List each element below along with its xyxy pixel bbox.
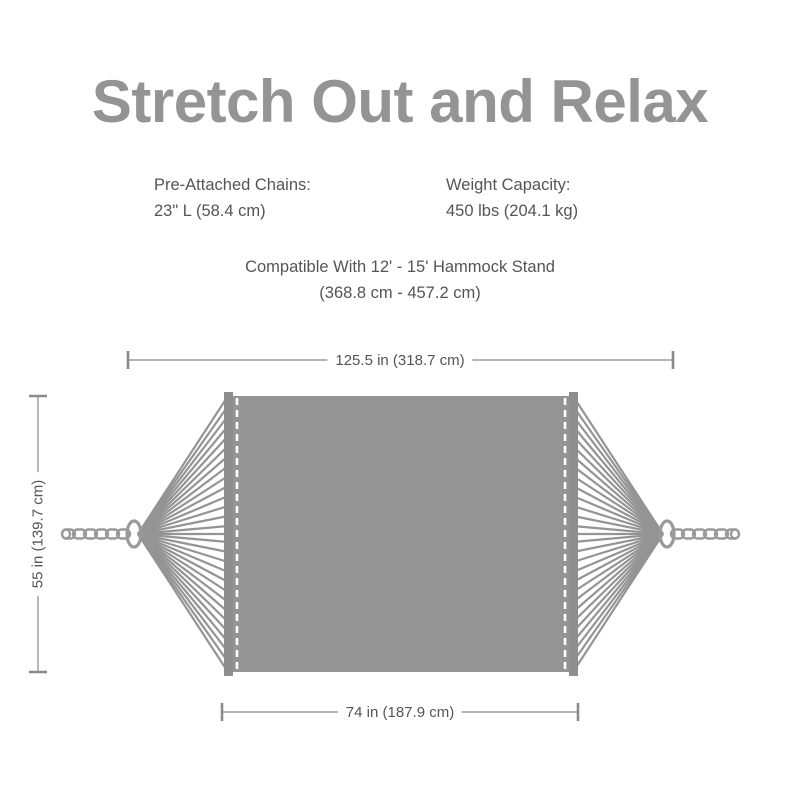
chain-left-end — [60, 528, 72, 540]
rope-fan-left — [137, 395, 229, 673]
spec-row: Pre-Attached Chains: 23" L (58.4 cm) Wei… — [0, 172, 800, 225]
spec-weight-value: 450 lbs (204.1 kg) — [446, 202, 579, 221]
spreader-bar-left — [224, 392, 233, 676]
compatibility-note: Compatible With 12' - 15' Hammock Stand … — [0, 254, 800, 307]
spec-chains: Pre-Attached Chains: 23" L (58.4 cm) — [154, 172, 354, 225]
spec-chains-label: Pre-Attached Chains: — [154, 176, 311, 194]
ring-right — [658, 519, 676, 549]
spreader-bar-right — [569, 392, 578, 676]
ring-left — [125, 519, 143, 549]
dimension-height-label: 55 in (139.7 cm) — [29, 471, 47, 597]
rope-fan-right — [572, 395, 664, 673]
hammock-bed — [232, 396, 570, 672]
spec-weight-label: Weight Capacity: — [446, 176, 571, 194]
dimension-total-length-label: 125.5 in (318.7 cm) — [327, 352, 473, 369]
dimension-bed-width-label: 74 in (187.9 cm) — [337, 704, 463, 721]
chain-right — [669, 528, 741, 540]
compatibility-line-2: (368.8 cm - 457.2 cm) — [319, 284, 481, 303]
spec-weight: Weight Capacity: 450 lbs (204.1 kg) — [446, 172, 646, 225]
spec-chains-value: 23" L (58.4 cm) — [154, 202, 266, 221]
chain-right-end — [729, 528, 741, 540]
page-title: Stretch Out and Relax — [91, 68, 709, 135]
compatibility-line-1: Compatible With 12' - 15' Hammock Stand — [245, 258, 555, 276]
